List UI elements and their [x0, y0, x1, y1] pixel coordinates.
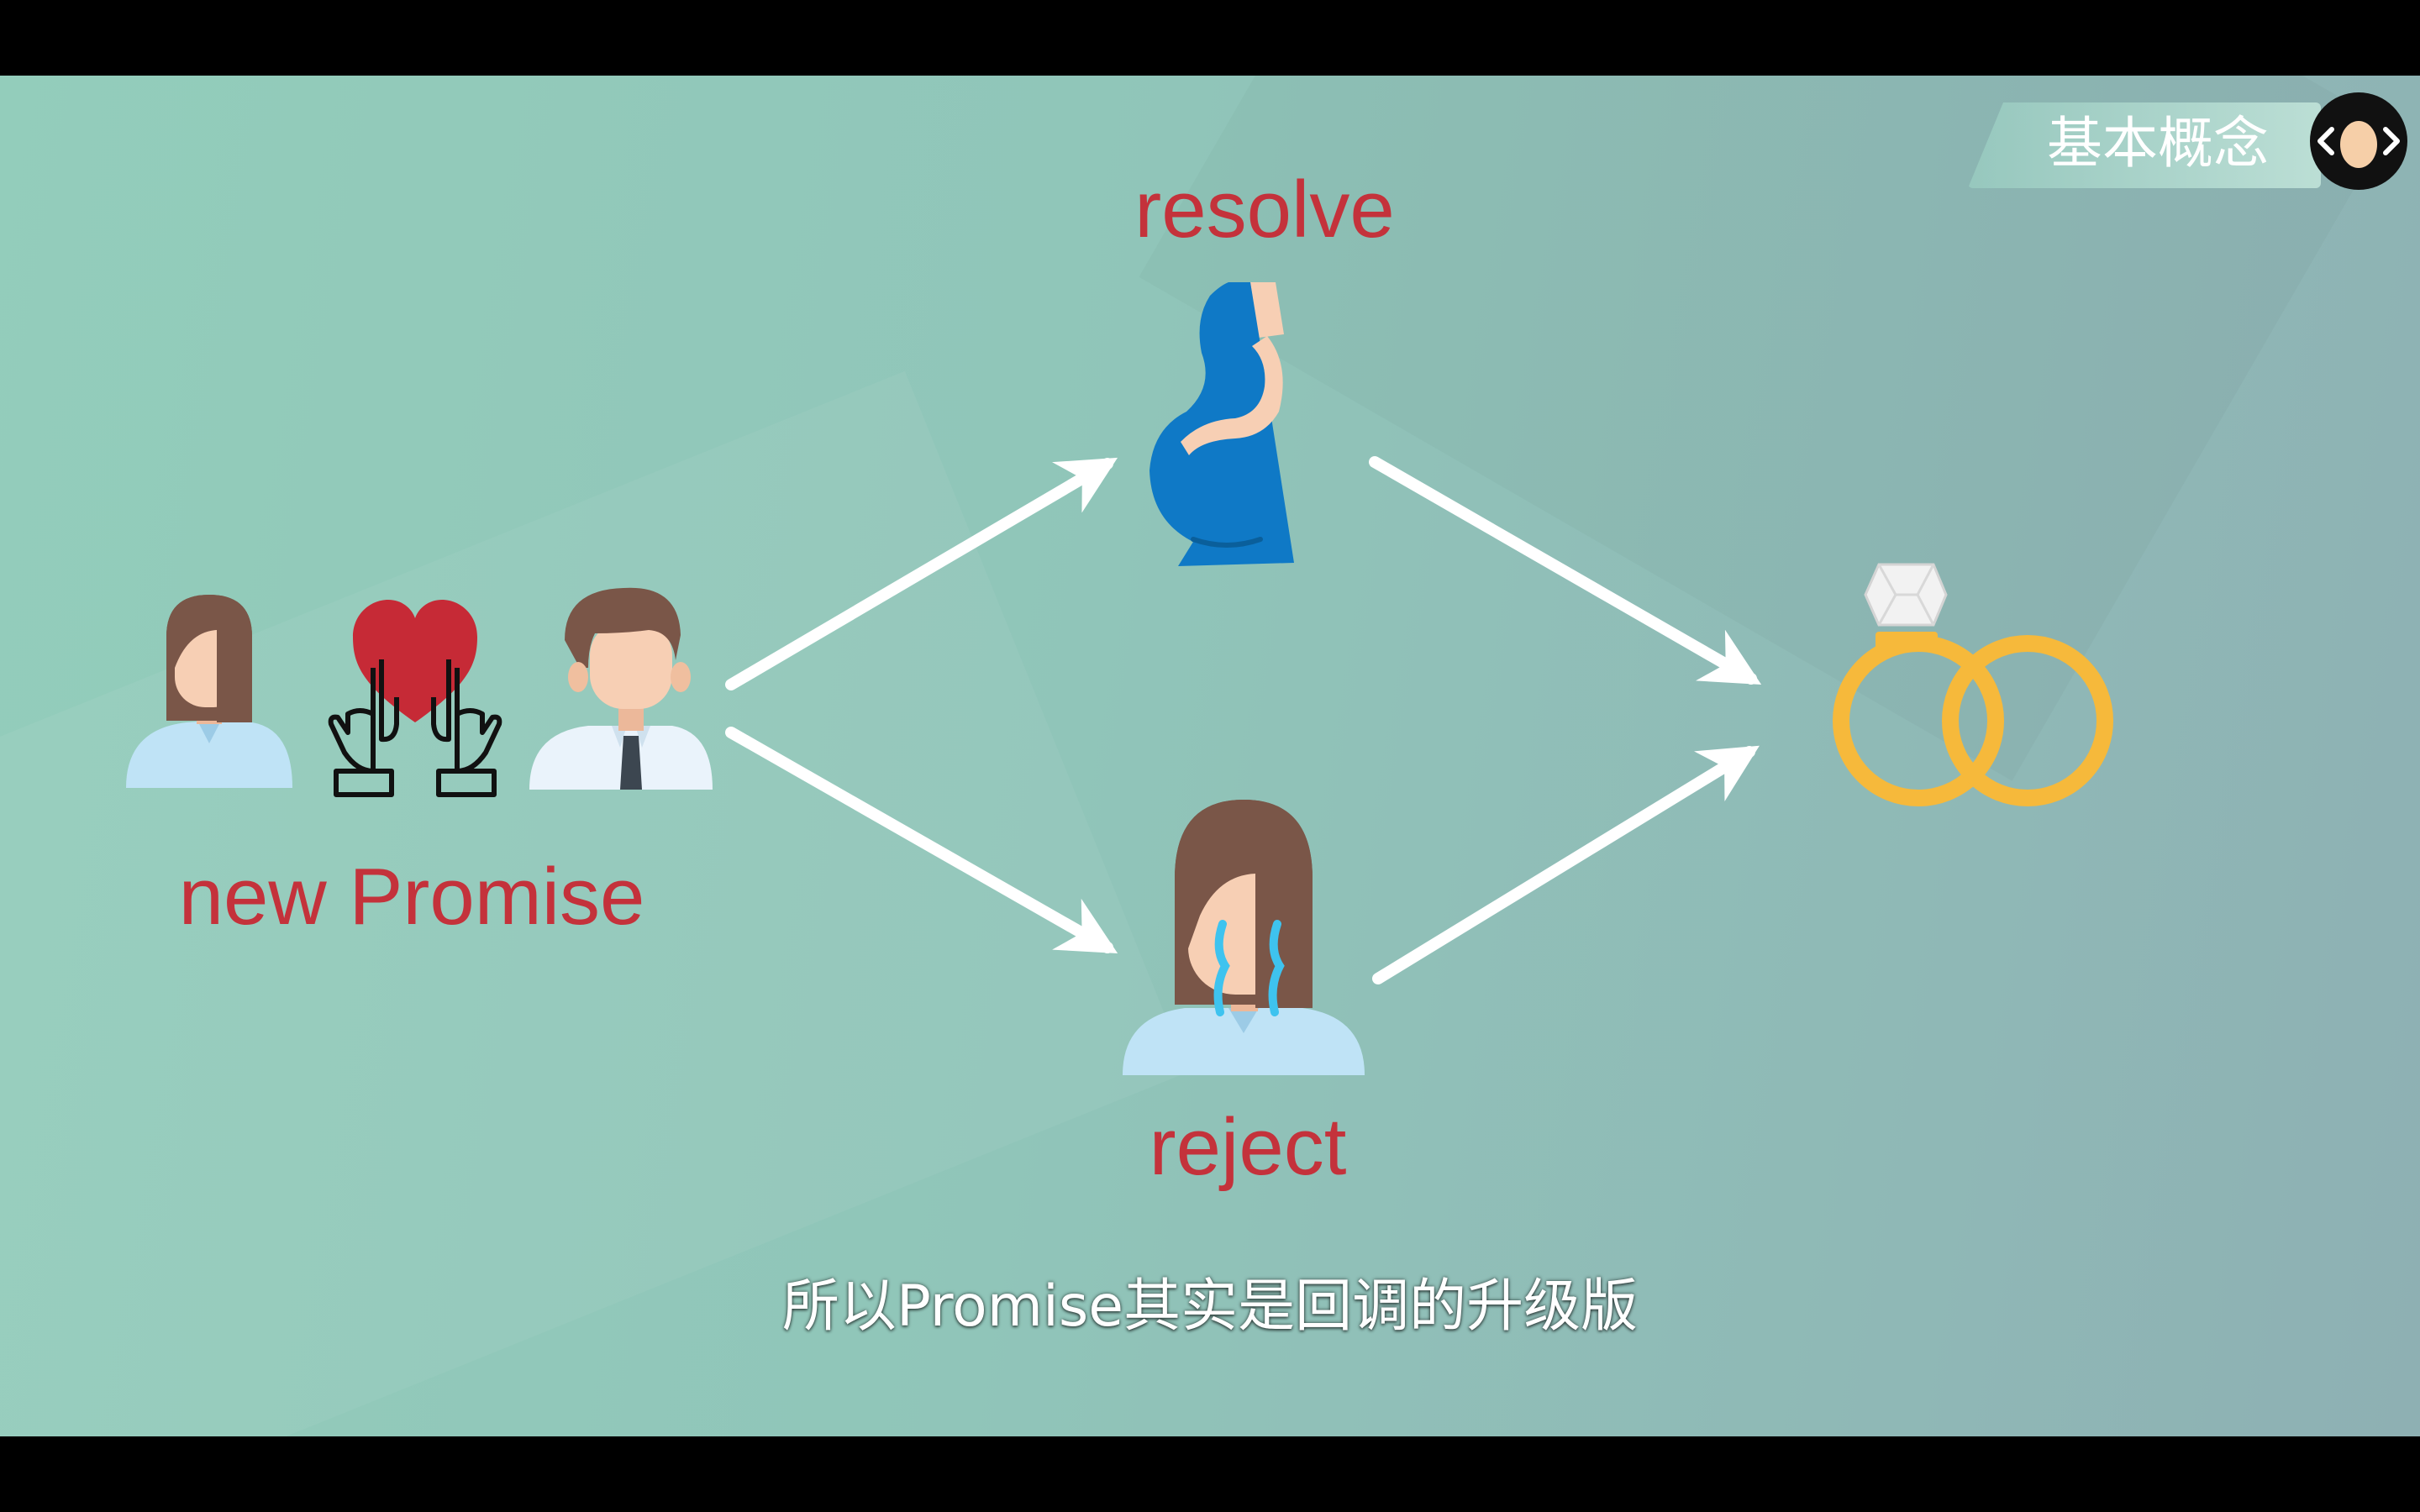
woman-avatar-icon	[126, 595, 292, 788]
letterbox-bottom	[0, 1436, 2420, 1512]
arrow-to-resolve	[725, 457, 1118, 690]
heart-with-hands-icon	[328, 600, 502, 797]
new-promise-label: new Promise	[178, 852, 645, 942]
pregnant-woman-icon	[1150, 282, 1294, 566]
egg-logo-icon	[2310, 92, 2407, 190]
section-badge-background	[1968, 102, 2321, 188]
promise-diagram	[126, 282, 2113, 1075]
wedding-rings-icon	[1833, 563, 2113, 806]
resolve-label: resolve	[1134, 165, 1395, 255]
arrow-reject-to-rings	[1372, 745, 1760, 984]
letterbox-top	[0, 0, 2420, 76]
video-subtitle: 所以Promise其实是回调的升级版	[781, 1273, 1639, 1340]
section-badge: 基本概念	[1958, 91, 2395, 190]
section-title: 基本概念	[2047, 111, 2269, 176]
video-frame: resolve new Promise reject 基本概念 所以Promis…	[0, 76, 2420, 1436]
arrow-resolve-to-rings	[1369, 456, 1762, 685]
arrow-to-reject	[725, 727, 1118, 953]
man-avatar-icon	[529, 587, 713, 790]
crying-woman-icon	[1123, 800, 1365, 1075]
reject-label: reject	[1149, 1102, 1347, 1192]
